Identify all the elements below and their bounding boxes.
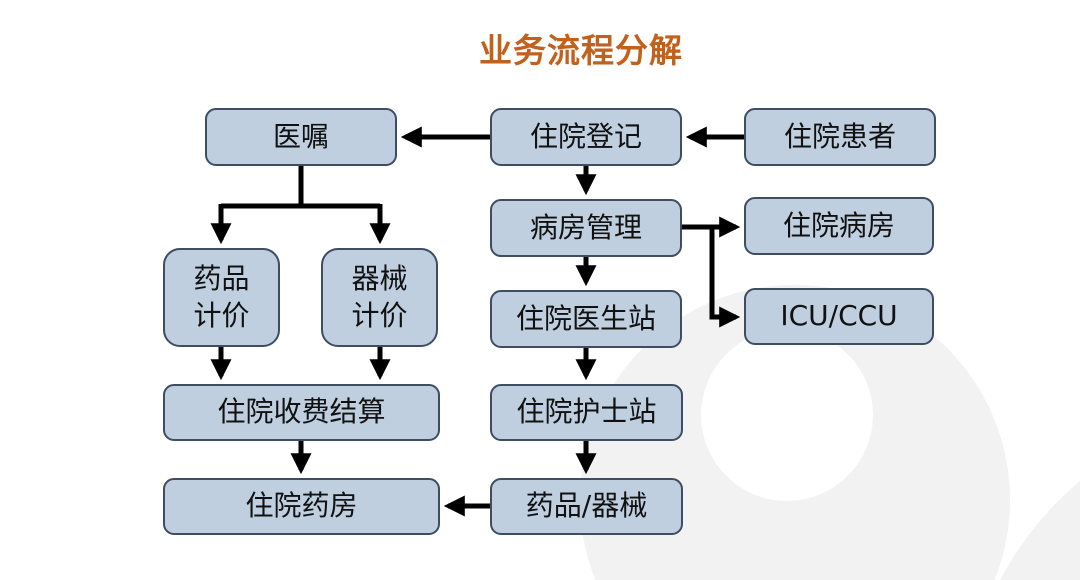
node-label: 住院护士站 xyxy=(516,395,657,429)
page-title: 业务流程分解 xyxy=(479,31,683,70)
node-label: 住院医生站 xyxy=(515,301,656,335)
node-label: 病房管理 xyxy=(529,210,642,244)
node-inpatient-ward: 住院病房 xyxy=(744,197,934,255)
arrow-ward-mgmt-to-icu xyxy=(709,227,741,328)
node-label: 住院登记 xyxy=(529,119,642,153)
node-label: 住院病房 xyxy=(782,208,895,242)
node-label: ICU/CCU xyxy=(780,299,898,333)
node-label: 药品/器械 xyxy=(525,489,648,523)
node-inpatient-registration: 住院登记 xyxy=(490,108,682,166)
node-label: 住院药房 xyxy=(245,489,358,523)
node-label: 药品 计价 xyxy=(193,262,250,332)
node-medical-orders: 医嘱 xyxy=(205,108,397,166)
node-ward-management: 病房管理 xyxy=(490,199,682,257)
node-icu-ccu: ICU/CCU xyxy=(744,288,934,345)
node-inpatient-billing: 住院收费结算 xyxy=(163,384,440,441)
node-inpatient-nurse-station: 住院护士站 xyxy=(490,384,683,441)
branch-orders xyxy=(221,166,380,209)
node-inpatient-patient: 住院患者 xyxy=(744,108,936,166)
node-drugs-devices: 药品/器械 xyxy=(490,478,683,535)
node-label: 住院患者 xyxy=(783,119,896,153)
node-inpatient-pharmacy: 住院药房 xyxy=(163,478,440,535)
node-drug-pricing: 药品 计价 xyxy=(163,248,280,347)
node-device-pricing: 器械 计价 xyxy=(321,248,438,347)
node-label: 医嘱 xyxy=(272,119,329,153)
node-inpatient-doctor-station: 住院医生站 xyxy=(490,290,682,348)
node-label: 住院收费结算 xyxy=(217,395,386,429)
node-label: 器械 计价 xyxy=(351,262,408,332)
